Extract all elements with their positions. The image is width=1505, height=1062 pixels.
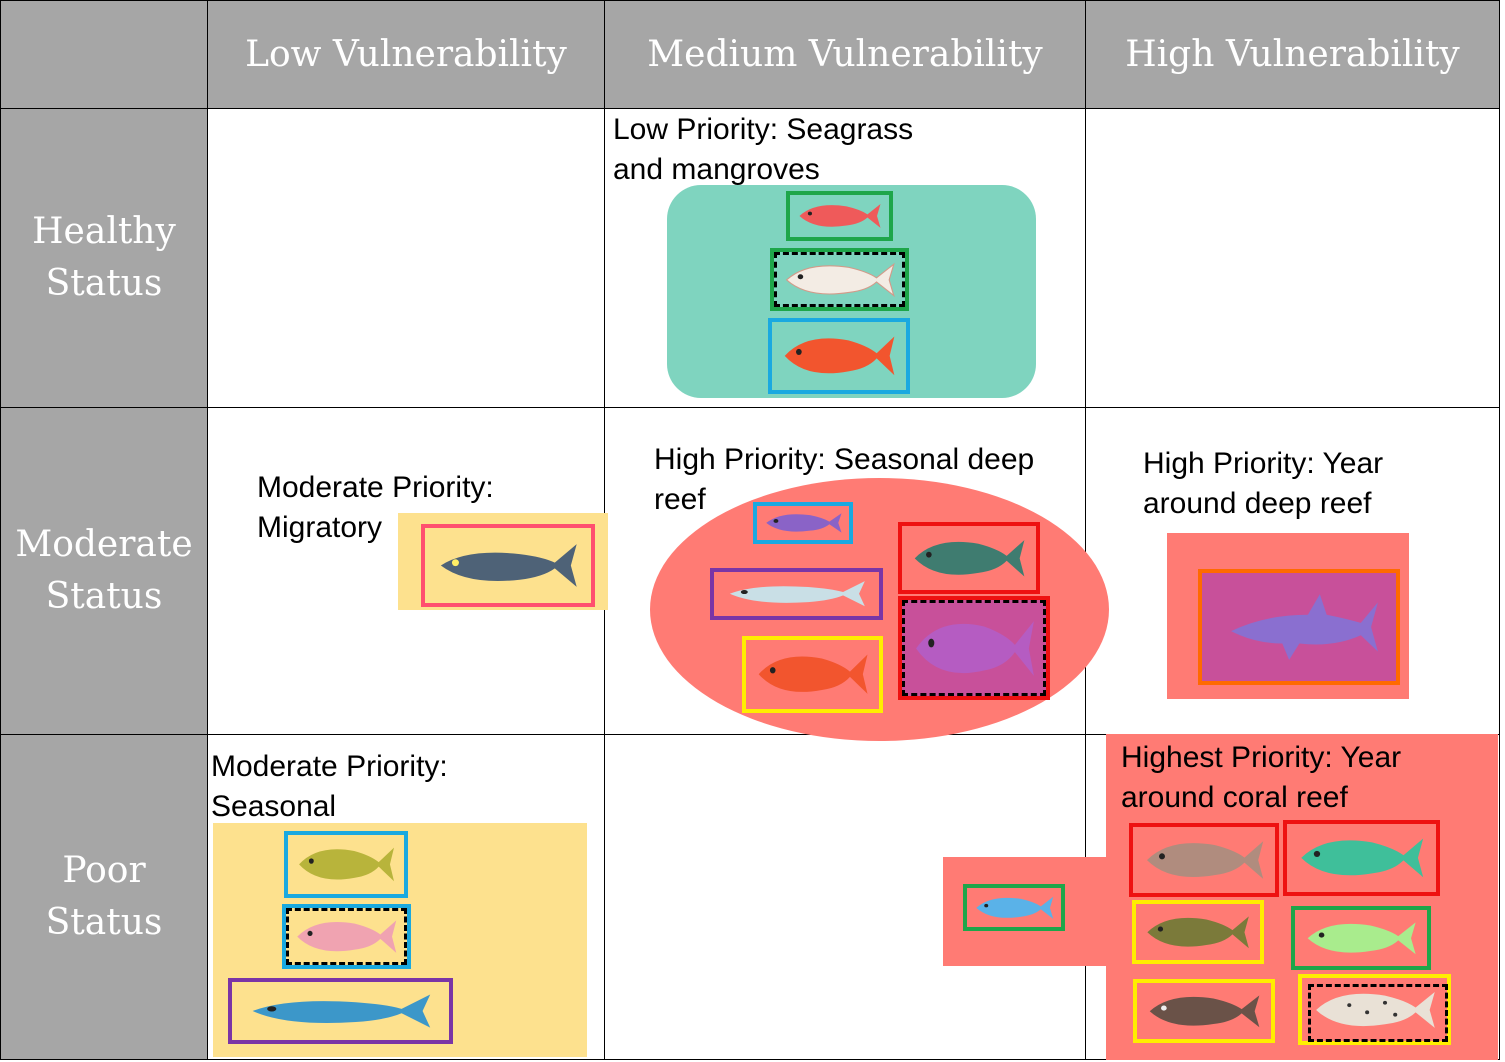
fish-icon [1147,916,1250,948]
seasonal-priority-label: Moderate Priority: Seasonal [211,750,448,823]
row-header-healthy-text: Healthy Status [32,211,176,304]
fish-box [768,318,910,394]
fish-box [786,191,893,241]
shark-icon [1230,594,1378,660]
fish-box [742,636,883,713]
fish-icon [915,620,1034,676]
dashed-marker [774,252,905,307]
dashed-marker [902,600,1046,696]
fish-box [710,568,883,620]
fish-box [1129,823,1279,897]
fish-box [1133,979,1275,1043]
fish-icon [440,544,577,587]
fish-box [770,248,909,311]
fish-icon [784,336,895,376]
fish-box [421,524,595,607]
row-header-moderate-text: Moderate Status [15,524,193,617]
fish-box [1298,974,1451,1045]
fish-box [284,831,408,898]
cell-healthy-high [1085,108,1500,408]
dashed-marker [1308,984,1448,1042]
row-header-poor-text: Poor Status [45,850,163,943]
corner-header-cell [0,0,208,109]
fish-icon [729,581,865,607]
fish-box [1283,820,1440,896]
fish-box [1132,900,1264,964]
column-header-high: High Vulnerability [1085,0,1500,109]
fish-icon [758,654,868,695]
column-header-low: Low Vulnerability [207,0,605,109]
row-header-moderate: Moderate Status [0,407,208,735]
fish-icon [914,539,1025,577]
row-header-healthy: Healthy Status [0,108,208,408]
fish-icon [975,896,1053,919]
fish-icon [785,262,895,297]
fish-box [228,978,453,1044]
fish-icon [1301,838,1424,878]
fish-icon [1307,922,1416,954]
fish-icon [1146,841,1263,879]
fish-icon [297,920,397,953]
year-deep-reef-label: High Priority: Year around deep reef [1143,447,1384,520]
coral-reef-priority-label: Highest Priority: Year around coral reef [1121,741,1402,814]
cell-healthy-low [207,108,605,408]
seagrass-priority-label: Low Priority: Seagrass and mangroves [613,113,914,186]
seasonal-deep-reef-label: High Priority: Seasonal deep reef [654,443,1035,516]
fish-box [753,502,853,544]
fish-box [898,596,1050,700]
fish-icon [1315,991,1435,1028]
fish-box [963,884,1065,931]
fish-icon [765,513,842,533]
migratory-priority-label: Moderate Priority: Migratory [257,471,494,544]
column-header-medium: Medium Vulnerability [604,0,1086,109]
fish-icon [1149,995,1260,1027]
fish-box [282,904,411,969]
row-header-poor: Poor Status [0,734,208,1060]
fish-box [1198,569,1400,685]
fish-box [1291,906,1431,970]
fish-icon [252,994,431,1028]
fish-icon [299,847,394,882]
dashed-marker [286,908,407,965]
fish-box [898,522,1040,594]
fish-icon [799,204,881,228]
